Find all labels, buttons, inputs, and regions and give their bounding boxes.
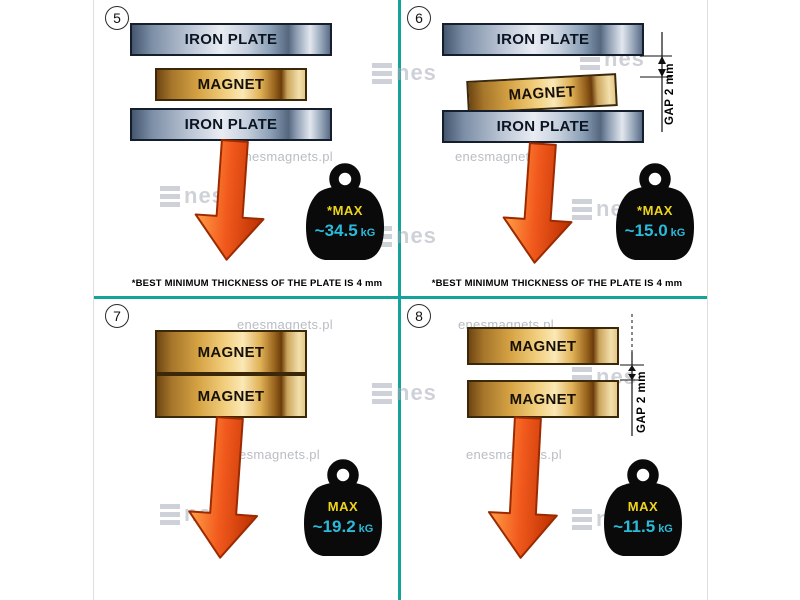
weight-value-number: ~34.5 bbox=[314, 221, 358, 240]
enes-logo-bars-icon bbox=[572, 198, 592, 220]
enes-logo-watermark: nes bbox=[372, 382, 437, 404]
right-edge-line bbox=[707, 0, 708, 600]
vertical-divider bbox=[398, 0, 401, 600]
kettlebell-icon bbox=[306, 163, 384, 260]
magnet-bottom: MAGNET bbox=[155, 374, 307, 418]
panel-number: 5 bbox=[105, 6, 129, 30]
gap-dimension-icon bbox=[620, 314, 644, 436]
weight-value-number: ~19.2 bbox=[312, 517, 356, 536]
pull-direction-arrow-icon bbox=[194, 139, 265, 261]
weight-value-unit: kG bbox=[360, 227, 376, 239]
weight-value-unit: kG bbox=[358, 523, 374, 535]
left-edge-line bbox=[93, 0, 94, 600]
enes-logo-text: nes bbox=[396, 380, 437, 405]
iron-plate-top: IRON PLATE bbox=[442, 23, 644, 56]
gap-dimension-icon bbox=[640, 32, 672, 132]
gap-label: GAP 2 mm bbox=[636, 371, 648, 433]
footnote-text: *BEST MINIMUM THICKNESS OF THE PLATE IS bbox=[131, 278, 354, 289]
iron-plate-top: IRON PLATE bbox=[130, 23, 332, 56]
weight-value-number: ~11.5 bbox=[613, 517, 656, 536]
weight-value-unit: kG bbox=[658, 523, 673, 535]
pull-direction-arrow-icon bbox=[502, 142, 573, 264]
enes-logo-text: nes bbox=[396, 60, 437, 85]
pull-direction-arrow-icon bbox=[188, 416, 259, 559]
pull-direction-arrow-icon bbox=[487, 416, 558, 559]
footnote-bold-value: 4 mm bbox=[356, 278, 383, 289]
footnote-bold-value: 4 mm bbox=[656, 278, 683, 289]
weight-value-number: ~15.0 bbox=[624, 221, 668, 240]
enes-logo-text: nes bbox=[396, 223, 437, 248]
enes-logo-text: nes bbox=[184, 183, 225, 208]
weight-max-label: MAX bbox=[327, 499, 359, 514]
enes-logo-watermark: nes bbox=[160, 185, 225, 207]
enes-logo-bars-icon bbox=[160, 185, 180, 207]
panel-number: 6 bbox=[407, 6, 431, 30]
iron-plate-bottom: IRON PLATE bbox=[130, 108, 332, 141]
iron-plate-bottom: IRON PLATE bbox=[442, 110, 644, 143]
gap-label: GAP 2 mm bbox=[664, 63, 676, 125]
url-watermark: enesmagnets.pl bbox=[224, 447, 320, 462]
horizontal-divider bbox=[94, 296, 707, 299]
weight-max-label: *MAX bbox=[637, 203, 673, 218]
url-watermark: enesmagnets.pl bbox=[237, 149, 333, 164]
magnet-top: MAGNET bbox=[467, 327, 619, 365]
magnet-block: MAGNET bbox=[155, 68, 307, 101]
panel-number: 8 bbox=[407, 304, 431, 328]
enes-logo-bars-icon bbox=[372, 62, 392, 84]
enes-logo-bars-icon bbox=[372, 382, 392, 404]
kettlebell-icon bbox=[616, 163, 694, 260]
weight-max-label: MAX bbox=[627, 499, 659, 514]
magnet-bottom: MAGNET bbox=[467, 380, 619, 418]
magnet-top: MAGNET bbox=[155, 330, 307, 374]
weight-max-label: *MAX bbox=[327, 203, 363, 218]
footnote-text: *BEST MINIMUM THICKNESS OF THE PLATE IS bbox=[431, 278, 654, 289]
url-watermark: enesmagnets.pl bbox=[455, 149, 551, 164]
enes-logo-bars-icon bbox=[572, 508, 592, 530]
enes-logo-watermark: nes bbox=[372, 62, 437, 84]
enes-logo-bars-icon bbox=[160, 503, 180, 525]
kettlebell-icon bbox=[304, 459, 382, 556]
url-watermark: enesmagnets.pl bbox=[237, 317, 333, 332]
weight-value-unit: kG bbox=[670, 227, 686, 239]
panel-number: 7 bbox=[105, 304, 129, 328]
magnet-block: MAGNET bbox=[466, 73, 618, 114]
kettlebell-icon bbox=[604, 459, 682, 556]
